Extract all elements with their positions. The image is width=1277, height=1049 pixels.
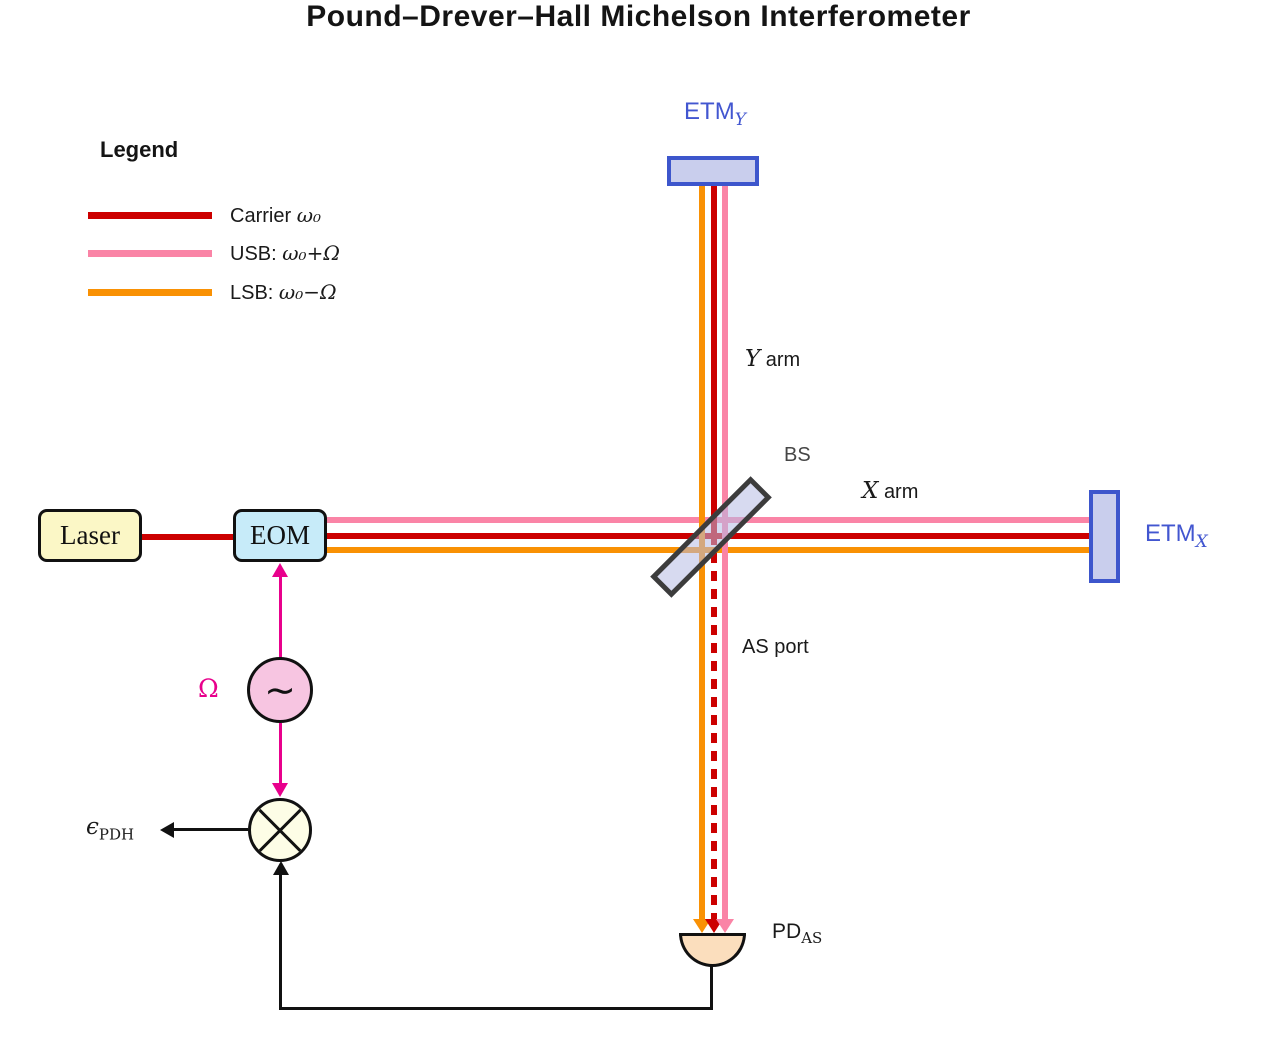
etm-y-mirror — [667, 156, 759, 186]
beam-carrier-vertical — [711, 185, 717, 545]
legend-swatch-carrier — [88, 212, 212, 219]
etm-x-mirror — [1089, 490, 1120, 583]
etm-x-label: ETMX — [1145, 520, 1208, 552]
beam-usb-vertical — [722, 185, 728, 921]
oscillator: ∼ — [247, 657, 313, 723]
feedback-wire-stem — [710, 965, 713, 1010]
x-arm-label: X arm — [862, 478, 918, 504]
beamsplitter-label: BS — [784, 444, 811, 466]
photodetector — [679, 933, 746, 967]
legend-item-carrier-text: Carrier — [230, 205, 292, 227]
legend-heading: Legend — [100, 137, 179, 162]
modulation-wire-down — [279, 723, 282, 784]
legend-item-carrier-math: ω₀ — [296, 203, 322, 227]
mixer — [248, 798, 312, 862]
y-arm-label-math: Y — [745, 346, 761, 372]
error-signal-label-sub: PDH — [98, 825, 135, 844]
x-arm-label-math: X — [862, 478, 879, 504]
photodetector-label-text: PD — [772, 920, 802, 943]
feedback-wire-vertical — [279, 874, 282, 1010]
etm-y-label-text: ETM — [684, 98, 735, 125]
modulation-wire-up — [279, 576, 282, 658]
error-signal-label-eps: ϵ — [86, 814, 99, 840]
feedback-arrow-icon — [273, 861, 289, 875]
as-port-label: AS port — [742, 636, 809, 658]
eom-box: EOM — [233, 509, 327, 562]
sine-icon: ∼ — [264, 668, 296, 712]
etm-y-label: ETMY — [640, 98, 790, 130]
legend-item-usb-text: USB: — [230, 243, 277, 265]
page-title: Pound–Drever–Hall Michelson Interferomet… — [306, 0, 971, 33]
x-arm-label-text: arm — [883, 481, 919, 503]
photodetector-label: PDAS — [772, 920, 822, 947]
modulation-arrow-to-eom-icon — [272, 563, 288, 577]
legend-item-lsb: LSB: ω₀−Ω — [230, 280, 337, 305]
legend-item-carrier: Carrier ω₀ — [230, 203, 321, 228]
feedback-wire-horizontal — [279, 1007, 713, 1010]
legend-item-usb: USB: ω₀+Ω — [230, 241, 340, 266]
legend-swatch-lsb — [88, 289, 212, 296]
legend-item-lsb-text: LSB: — [230, 282, 274, 304]
y-arm-label-text: arm — [765, 349, 801, 371]
modulation-arrow-to-mixer-icon — [272, 783, 288, 797]
laser-label: Laser — [60, 520, 120, 550]
error-signal-label: ϵPDH — [86, 814, 134, 844]
laser-box: Laser — [38, 509, 142, 562]
error-signal-arrow-icon — [160, 822, 174, 838]
etm-x-label-text: ETM — [1145, 520, 1196, 547]
eom-label: EOM — [250, 520, 310, 550]
y-arm-label: Y arm — [745, 346, 800, 372]
error-signal-wire — [173, 828, 248, 831]
beam-carrier-as-dashed — [711, 553, 717, 919]
legend-item-lsb-math: ω₀−Ω — [278, 280, 337, 304]
beam-laser-to-eom — [142, 534, 233, 540]
oscillator-label: Ω — [198, 674, 219, 703]
usb-beam-arrow-icon — [716, 919, 734, 933]
etm-x-label-sub: X — [1195, 531, 1208, 552]
legend-item-usb-math: ω₀+Ω — [282, 241, 340, 265]
etm-y-label-sub: Y — [734, 109, 746, 130]
photodetector-label-sub: AS — [801, 929, 823, 948]
legend-swatch-usb — [88, 250, 212, 257]
